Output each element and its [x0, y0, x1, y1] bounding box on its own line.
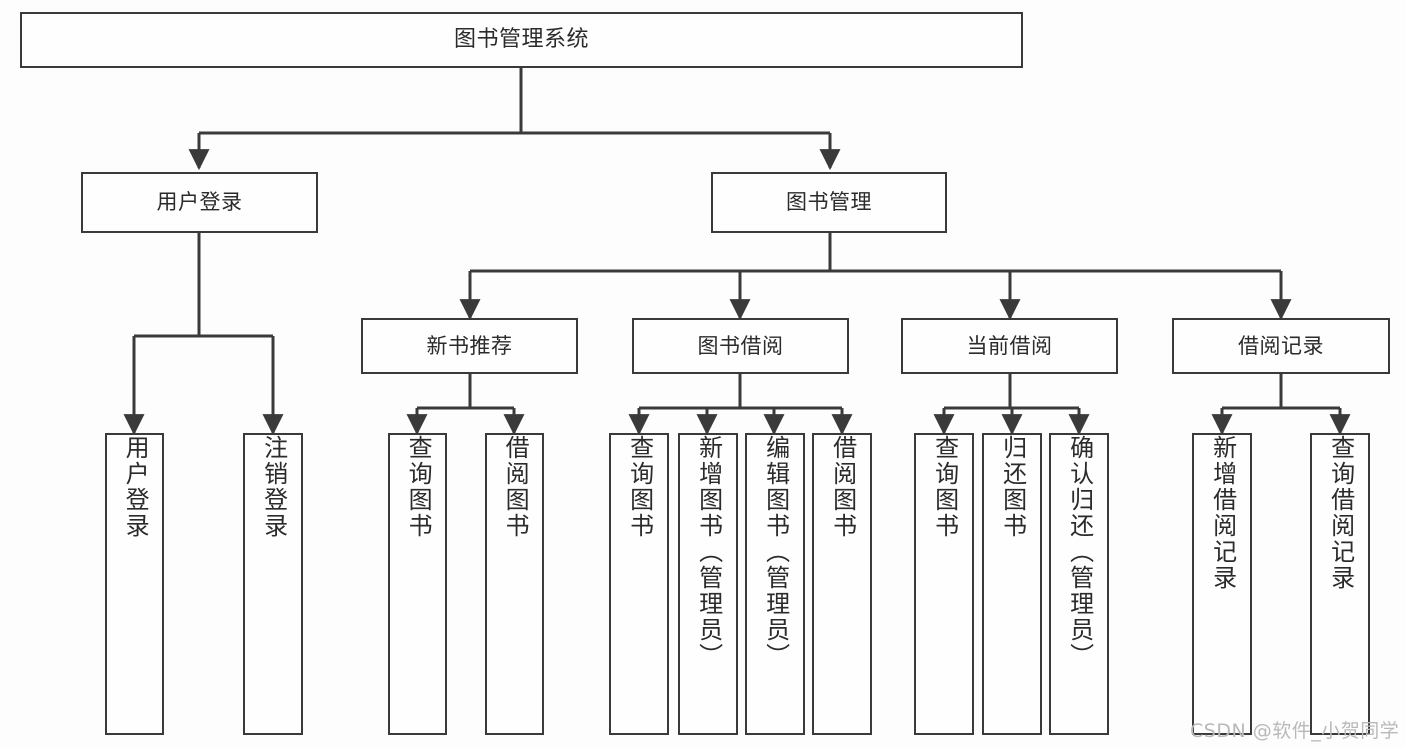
node-new-book-recommend-label: 新书推荐 — [426, 333, 513, 358]
csdn-watermark: CSDN @软件_小贺同学 — [1190, 720, 1400, 742]
node-book-borrow[interactable]: 图书借阅 — [632, 318, 849, 374]
leaf-label: 归还图书 — [998, 435, 1027, 539]
leaf-label: 新增图书（管理员） — [694, 435, 723, 669]
leaf-label: 查询图书 — [625, 435, 654, 539]
node-book-manage-label: 图书管理 — [786, 190, 872, 215]
leaf-book-borrow-add-book-admin[interactable]: 新增图书（管理员） — [678, 433, 738, 735]
node-current-borrow[interactable]: 当前借阅 — [901, 318, 1118, 374]
leaf-label: 编辑图书（管理员） — [761, 435, 790, 669]
node-root-label: 图书管理系统 — [453, 27, 589, 53]
leaf-book-borrow-query-book[interactable]: 查询图书 — [609, 433, 669, 735]
leaf-label: 查询图书 — [930, 435, 959, 539]
leaf-current-borrow-query-book[interactable]: 查询图书 — [914, 433, 974, 735]
leaf-current-borrow-confirm-return-admin[interactable]: 确认归还（管理员） — [1049, 433, 1109, 735]
leaf-user-login-login[interactable]: 用户登录 — [105, 433, 164, 735]
leaf-label: 借阅图书 — [828, 435, 857, 539]
leaf-new-book-borrow-book[interactable]: 借阅图书 — [485, 433, 544, 735]
leaf-borrow-record-add-record[interactable]: 新增借阅记录 — [1192, 433, 1252, 735]
leaf-label: 借阅图书 — [501, 435, 530, 539]
node-user-login[interactable]: 用户登录 — [81, 172, 318, 233]
leaf-label: 查询借阅记录 — [1326, 435, 1355, 591]
leaf-book-borrow-borrow-book[interactable]: 借阅图书 — [812, 433, 872, 735]
node-borrow-record-label: 借阅记录 — [1238, 333, 1324, 358]
node-book-manage[interactable]: 图书管理 — [711, 172, 947, 233]
node-current-borrow-label: 当前借阅 — [966, 333, 1053, 358]
node-new-book-recommend[interactable]: 新书推荐 — [361, 318, 578, 374]
node-book-borrow-label: 图书借阅 — [697, 333, 784, 358]
leaf-borrow-record-query-record[interactable]: 查询借阅记录 — [1310, 433, 1370, 735]
node-borrow-record[interactable]: 借阅记录 — [1172, 318, 1390, 374]
leaf-label: 确认归还（管理员） — [1065, 435, 1094, 669]
leaf-current-borrow-return-book[interactable]: 归还图书 — [982, 433, 1042, 735]
leaf-book-borrow-edit-book-admin[interactable]: 编辑图书（管理员） — [745, 433, 805, 735]
leaf-label: 注销登录 — [259, 435, 288, 539]
leaf-label: 用户登录 — [121, 435, 150, 539]
leaf-label: 查询图书 — [404, 435, 433, 539]
leaf-label: 新增借阅记录 — [1208, 435, 1237, 591]
node-user-login-label: 用户登录 — [156, 190, 243, 215]
leaf-user-login-logout[interactable]: 注销登录 — [243, 433, 303, 735]
leaf-new-book-query-book[interactable]: 查询图书 — [388, 433, 447, 735]
node-root-system[interactable]: 图书管理系统 — [20, 12, 1023, 68]
